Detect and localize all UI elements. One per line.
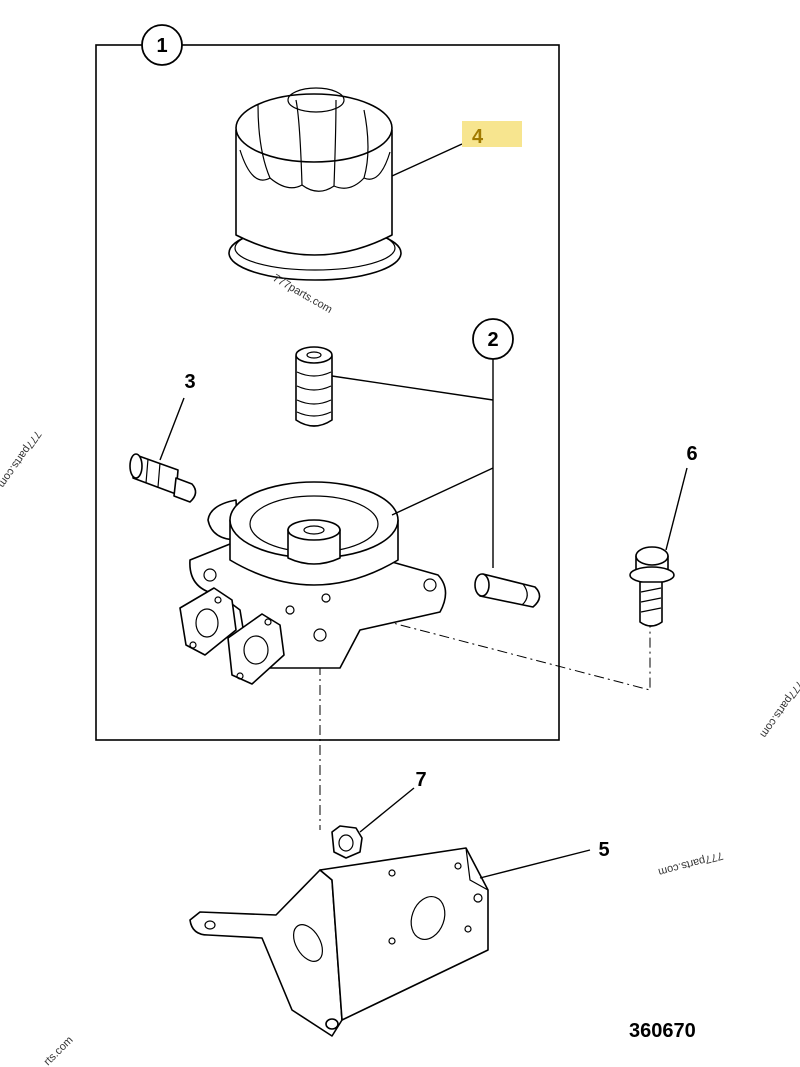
sensor-plug[interactable] — [129, 453, 197, 503]
assembly-frame — [95, 44, 560, 741]
callout-4[interactable]: 4 — [462, 121, 522, 148]
callout-4-label: 4 — [472, 126, 484, 148]
callout-1[interactable]: 1 — [141, 24, 183, 66]
callout-7-label[interactable]: 7 — [415, 769, 426, 791]
callout-6-label[interactable]: 6 — [686, 443, 697, 465]
callout-4-highlight — [462, 121, 522, 147]
callout-3-label[interactable]: 3 — [184, 371, 195, 393]
watermark-right: 777parts.com — [757, 678, 800, 739]
callout-1-label: 1 — [156, 35, 167, 57]
filter-head[interactable] — [179, 481, 447, 685]
watermark-left: 777parts.com — [0, 428, 43, 489]
alignment-lines — [319, 614, 651, 830]
flange-bolt[interactable] — [629, 546, 675, 627]
watermark-bracket: 777parts.com — [657, 849, 724, 878]
mounting-bracket[interactable] — [189, 847, 489, 1037]
dowel-pin[interactable] — [474, 573, 541, 608]
callout-2-label: 2 — [487, 329, 498, 351]
callout-2[interactable]: 2 — [472, 318, 514, 360]
figure-number: 360670 — [629, 1020, 696, 1042]
callout-5-label[interactable]: 5 — [598, 839, 609, 861]
watermark-bottom-left: rts.com — [42, 1034, 76, 1067]
hex-nut[interactable] — [331, 825, 363, 859]
threaded-stud[interactable] — [295, 346, 333, 427]
leader-lines — [159, 143, 688, 879]
oil-filter[interactable] — [228, 87, 402, 281]
